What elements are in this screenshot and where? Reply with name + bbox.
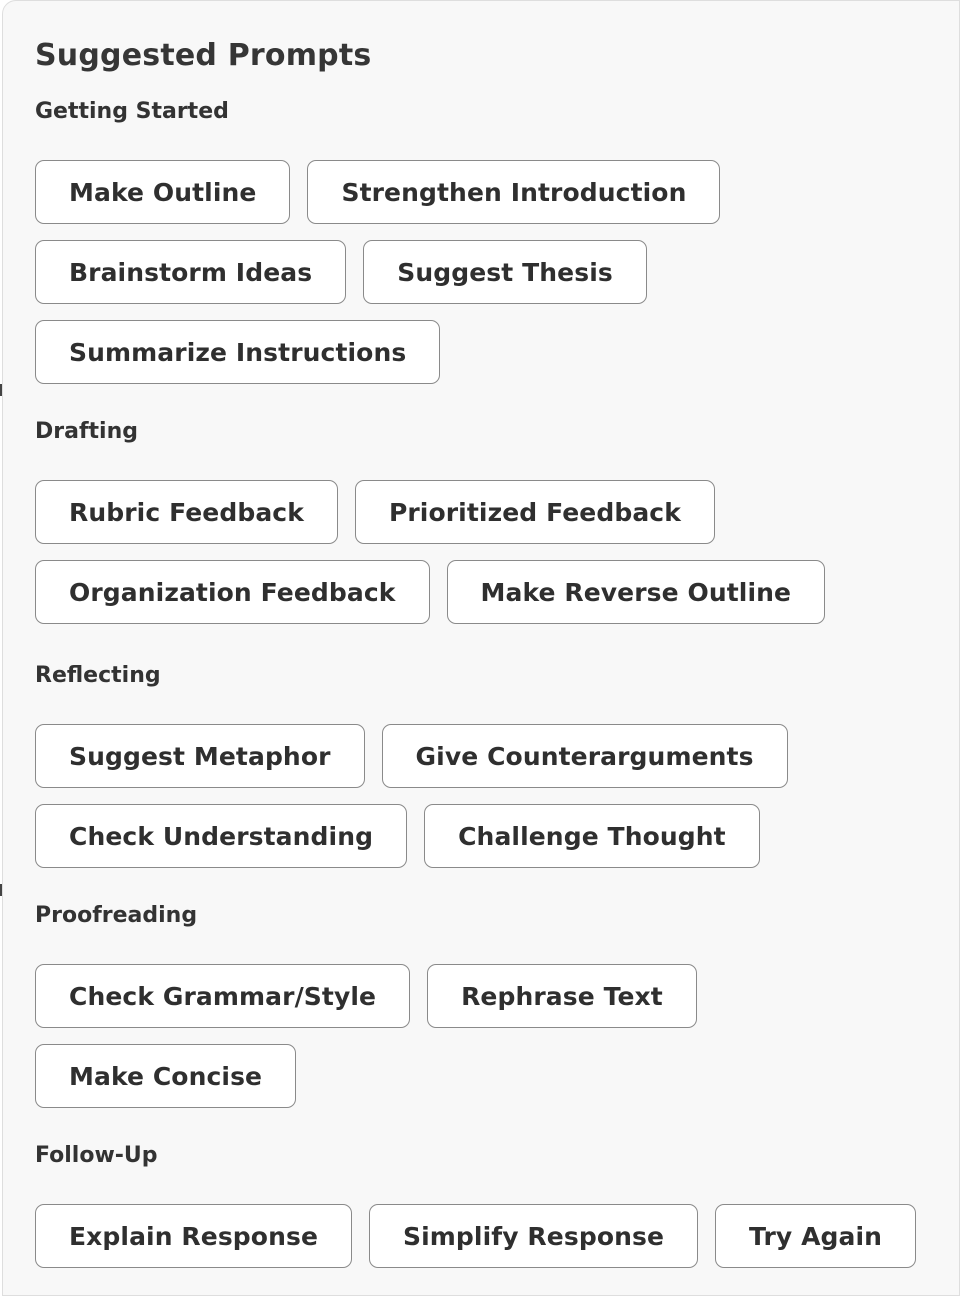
prompt-group-reflecting: Suggest Metaphor Give Counterarguments C… [35,724,935,868]
prompt-rubric-feedback-button[interactable]: Rubric Feedback [35,480,338,544]
section-heading-reflecting: Reflecting [35,663,161,688]
prompt-summarize-instructions-button[interactable]: Summarize Instructions [35,320,441,384]
prompt-give-counterarguments-button[interactable]: Give Counterarguments [381,724,788,788]
section-heading-follow-up: Follow-Up [35,1143,158,1168]
prompt-check-grammar-style-button[interactable]: Check Grammar/Style [35,964,411,1028]
prompt-rephrase-text-button[interactable]: Rephrase Text [427,964,697,1028]
panel-title: Suggested Prompts [35,38,372,73]
prompt-challenge-thought-button[interactable]: Challenge Thought [424,804,760,868]
prompt-make-outline-button[interactable]: Make Outline [35,160,291,224]
prompt-make-reverse-outline-button[interactable]: Make Reverse Outline [446,560,826,624]
prompt-strengthen-introduction-button[interactable]: Strengthen Introduction [307,160,721,224]
section-heading-proofreading: Proofreading [35,903,198,928]
section-heading-getting-started: Getting Started [35,99,229,124]
prompt-prioritized-feedback-button[interactable]: Prioritized Feedback [354,480,715,544]
prompt-group-proofreading: Check Grammar/Style Rephrase Text Make C… [35,964,935,1108]
section-heading-drafting: Drafting [35,419,138,444]
prompt-group-drafting: Rubric Feedback Prioritized Feedback Org… [35,480,935,624]
prompt-explain-response-button[interactable]: Explain Response [35,1204,352,1268]
prompt-make-concise-button[interactable]: Make Concise [35,1044,297,1108]
prompt-suggest-metaphor-button[interactable]: Suggest Metaphor [35,724,365,788]
prompt-brainstorm-ideas-button[interactable]: Brainstorm Ideas [35,240,347,304]
prompt-organization-feedback-button[interactable]: Organization Feedback [35,560,430,624]
prompt-try-again-button[interactable]: Try Again [715,1204,917,1268]
prompt-group-getting-started: Make Outline Strengthen Introduction Bra… [35,160,935,384]
prompt-simplify-response-button[interactable]: Simplify Response [369,1204,699,1268]
prompt-group-follow-up: Explain Response Simplify Response Try A… [35,1204,935,1268]
prompt-check-understanding-button[interactable]: Check Understanding [35,804,408,868]
edge-marker [0,884,2,896]
edge-marker [0,384,2,396]
prompt-suggest-thesis-button[interactable]: Suggest Thesis [363,240,647,304]
